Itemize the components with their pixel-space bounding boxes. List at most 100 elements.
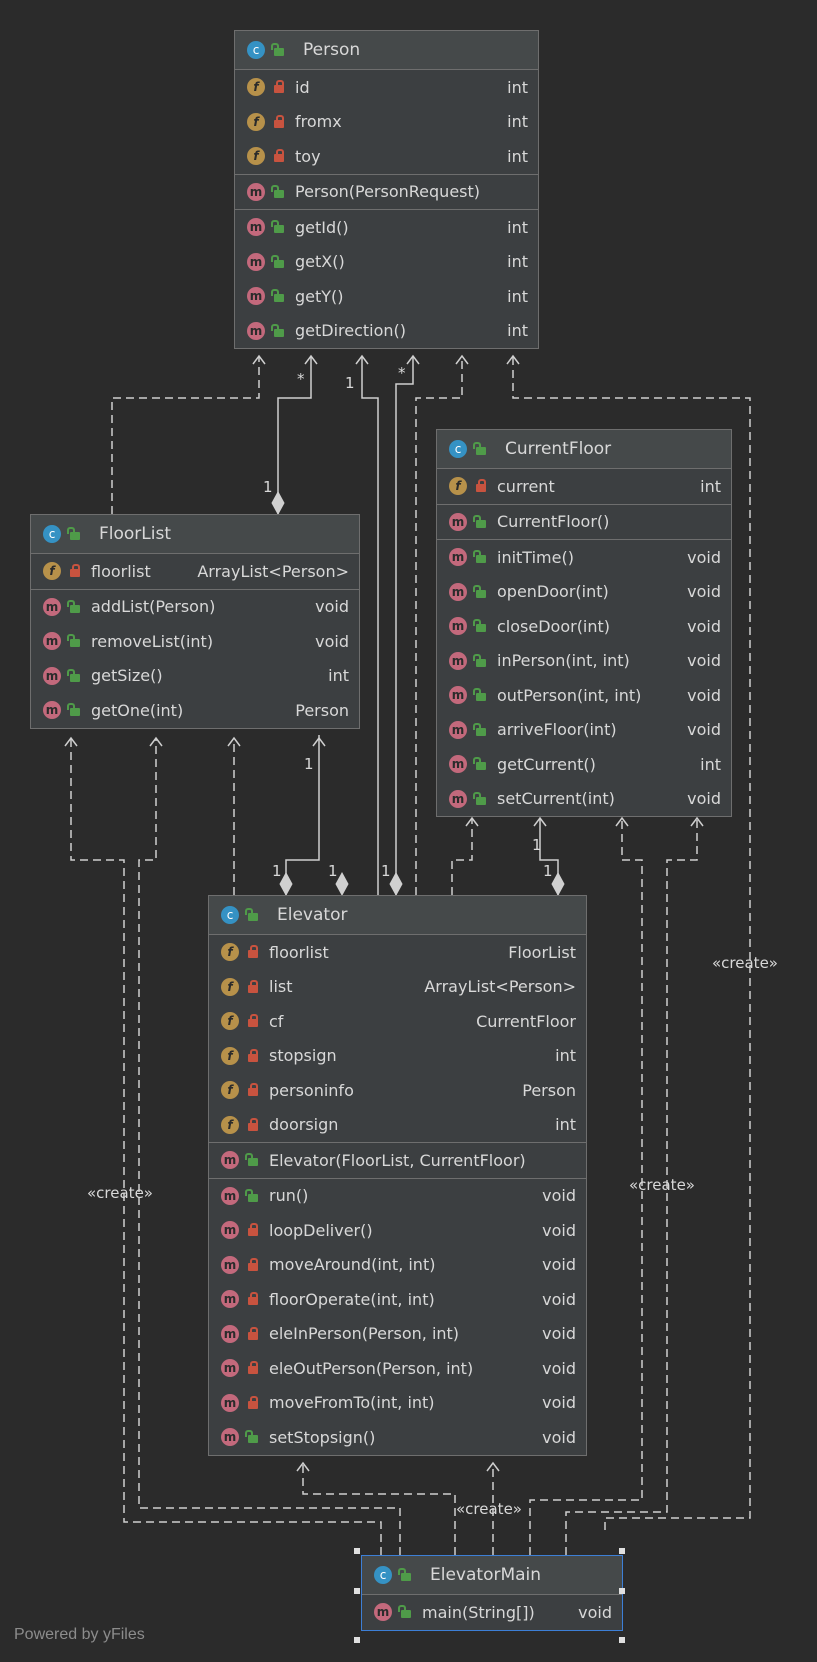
method-icon: m <box>221 1290 239 1309</box>
arrowhead <box>64 736 78 747</box>
return-type: void <box>687 651 721 671</box>
return-type: void <box>687 616 721 636</box>
field-name: personinfo <box>269 1080 354 1100</box>
arrowhead <box>296 1461 310 1472</box>
method-signature: getDirection() <box>295 321 407 341</box>
selection-handle[interactable] <box>619 1637 625 1643</box>
class-name: Person <box>303 40 361 60</box>
selection-handle[interactable] <box>354 1588 360 1594</box>
method-icon: m <box>449 789 467 808</box>
method-icon: m <box>221 1255 239 1274</box>
class-icon: c <box>449 440 467 458</box>
field-name: current <box>497 476 555 496</box>
dep-main-currentfloor-2 <box>565 818 698 1555</box>
return-type: void <box>687 789 721 809</box>
method-signature: getId() <box>295 217 349 237</box>
assoc-elevator-floorlist <box>285 735 320 895</box>
field-type: Person <box>522 1080 576 1100</box>
field-icon: f <box>221 1115 239 1134</box>
private-lock-icon <box>247 1326 259 1341</box>
private-lock-icon <box>247 1223 259 1237</box>
private-lock-icon <box>247 1361 259 1375</box>
public-unlock-icon <box>67 668 81 683</box>
public-unlock-icon <box>473 757 487 771</box>
return-type: void <box>687 720 721 740</box>
dep-currentfloor-person <box>415 356 463 895</box>
multiplicity-one: 1 <box>381 862 391 880</box>
selection-handle[interactable] <box>354 1548 360 1554</box>
method-icon: m <box>374 1603 392 1622</box>
method-icon: m <box>221 1428 239 1447</box>
return-type: void <box>542 1393 576 1413</box>
multiplicity-one: 1 <box>345 374 355 392</box>
return-type: void <box>542 1289 576 1309</box>
return-type: int <box>700 754 721 774</box>
assoc-elevator-person-1 <box>361 356 379 895</box>
return-type: void <box>542 1186 576 1206</box>
selection-handle[interactable] <box>619 1548 625 1554</box>
field-name: cf <box>269 1011 284 1031</box>
field-icon: f <box>221 977 239 996</box>
method-signature: removeList(int) <box>91 631 214 651</box>
private-lock-icon <box>247 1117 259 1132</box>
method-icon: m <box>247 182 265 201</box>
method-icon: m <box>449 617 467 636</box>
public-unlock-icon <box>67 634 81 648</box>
public-unlock-icon <box>473 442 487 456</box>
selection-handle[interactable] <box>354 1637 360 1643</box>
selection-handle[interactable] <box>619 1588 625 1594</box>
field-type: ArrayList<Person> <box>424 977 576 997</box>
